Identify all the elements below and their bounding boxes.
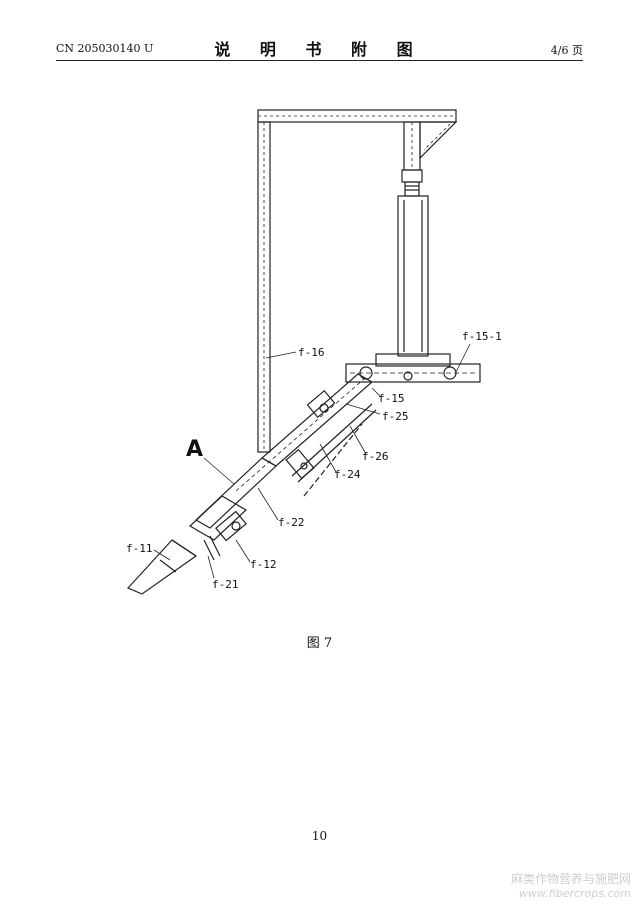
figure-caption: 图 7 — [306, 636, 333, 651]
label-f-15-1: f-15-1 — [462, 330, 502, 343]
label-f-21: f-21 — [212, 578, 239, 591]
label-f-24: f-24 — [334, 468, 361, 481]
patent-number: CN 205030140 U — [56, 42, 154, 55]
corner-brace — [419, 121, 458, 160]
mounting-plate — [375, 353, 451, 367]
label-f-25: f-25 — [382, 410, 409, 423]
page-number: 10 — [311, 829, 328, 843]
label-f-15: f-15 — [378, 392, 405, 405]
label-f-26: f-26 — [362, 450, 389, 463]
label-a: A — [186, 437, 203, 462]
header-page: 4/6 页 — [550, 44, 583, 57]
header-title: 说 明 书 附 图 — [214, 40, 425, 59]
page-header: CN 205030140 U 说 明 书 附 图 4/6 页 — [56, 36, 583, 60]
watermark-name: 麻类作物营养与施肥网 — [510, 872, 631, 886]
header-rule — [56, 60, 583, 61]
watermark: 麻类作物营养与施肥网 www.fibercrops.com — [511, 870, 631, 900]
label-f-11: f-11 — [126, 542, 153, 555]
watermark-url: www.fibercrops.com — [518, 887, 631, 900]
label-f-12: f-12 — [250, 558, 277, 571]
label-f-22: f-22 — [278, 516, 305, 529]
cross-bracket — [345, 363, 481, 383]
label-f-16: f-16 — [298, 346, 325, 359]
telescopic-tube — [397, 195, 429, 357]
